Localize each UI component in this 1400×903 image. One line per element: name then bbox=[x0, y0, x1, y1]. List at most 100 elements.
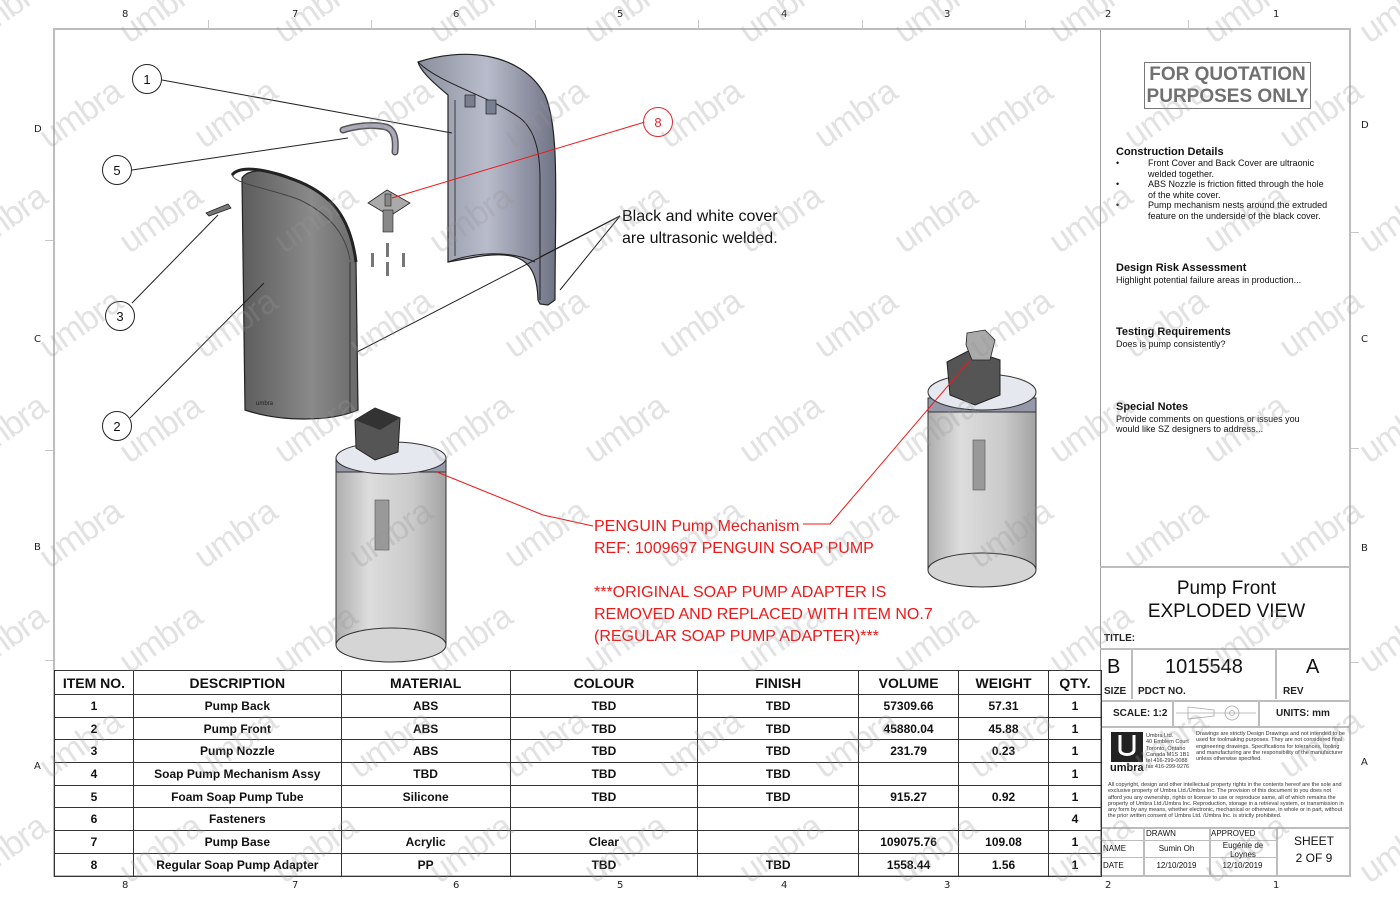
stamp-line-2: PURPOSES ONLY bbox=[1146, 86, 1309, 107]
tick bbox=[1351, 662, 1359, 663]
cell-description: Pump Base bbox=[132, 830, 342, 854]
cell-material: Acrylic bbox=[340, 830, 511, 854]
zone-label-left-d: D bbox=[34, 124, 42, 135]
tick bbox=[1188, 20, 1189, 28]
cell-description: Regular Soap Pump Adapter bbox=[132, 852, 342, 877]
cell-colour: TBD bbox=[509, 852, 699, 877]
table-header-row: ITEM NO. DESCRIPTION MATERIAL COLOUR FIN… bbox=[54, 670, 1103, 695]
cell-qty: 1 bbox=[1047, 739, 1103, 764]
address-line: fax 416-299-9276 bbox=[1146, 764, 1190, 771]
cell-qty: 1 bbox=[1047, 716, 1103, 741]
cell-item-no: 1 bbox=[54, 694, 134, 718]
zone-label-top-7: 7 bbox=[292, 9, 299, 20]
drawing-title: Pump Front EXPLODED VIEW bbox=[1102, 577, 1351, 623]
cell-material: TBD bbox=[340, 762, 511, 786]
approved-label: APPROVED bbox=[1211, 829, 1256, 838]
cell-qty: 1 bbox=[1047, 852, 1103, 877]
special-text: Provide comments on questions or issues … bbox=[1116, 414, 1300, 434]
zone-label-bottom-4: 4 bbox=[781, 880, 788, 891]
divider bbox=[1100, 566, 1351, 568]
cell-finish: TBD bbox=[697, 694, 860, 718]
cell-volume: 109075.76 bbox=[858, 830, 960, 854]
pump-note-line-2: REF: 1009697 PENGUIN SOAP PUMP bbox=[594, 540, 874, 557]
cell-finish: TBD bbox=[697, 784, 860, 809]
rev-label: REV bbox=[1283, 686, 1304, 697]
title-label: TITLE: bbox=[1104, 633, 1136, 644]
testing-heading: Testing Requirements bbox=[1116, 326, 1231, 338]
cell-item-no: 2 bbox=[54, 716, 134, 741]
approved-name: Eugénie de Loynes bbox=[1222, 841, 1264, 859]
cell-qty: 4 bbox=[1047, 807, 1103, 832]
stamp-line-1: FOR QUOTATION bbox=[1149, 64, 1306, 85]
nozzle-part bbox=[205, 203, 232, 217]
sheet-value: 2 OF 9 bbox=[1295, 851, 1333, 865]
cell-volume bbox=[858, 762, 960, 786]
zone-label-left-c: C bbox=[34, 334, 41, 345]
cell-weight: 109.08 bbox=[958, 830, 1049, 854]
table-row: 1 Pump Back ABS TBD TBD 57309.66 57.31 1 bbox=[54, 694, 1103, 718]
zone-label-top-1: 1 bbox=[1273, 9, 1280, 20]
col-header-volume: VOLUME bbox=[858, 670, 960, 695]
divider bbox=[1100, 827, 1351, 829]
tick bbox=[45, 660, 53, 661]
col-header-finish: FINISH bbox=[697, 670, 860, 695]
zone-label-bottom-7: 7 bbox=[292, 880, 299, 891]
pump-base-right bbox=[927, 329, 1037, 588]
watermark-text: umbra bbox=[1352, 807, 1400, 891]
balloon-5: 5 bbox=[102, 155, 132, 185]
weld-note-line-1: Black and white cover bbox=[622, 208, 778, 225]
cell-weight: 45.88 bbox=[958, 716, 1049, 741]
cell-description: Pump Nozzle bbox=[132, 739, 342, 764]
cell-finish bbox=[697, 830, 860, 854]
cell-qty: 1 bbox=[1047, 762, 1103, 786]
divider bbox=[1172, 700, 1174, 727]
balloon-1: 1 bbox=[132, 64, 162, 94]
pdct-label: PDCT NO. bbox=[1138, 686, 1186, 697]
zone-label-top-5: 5 bbox=[617, 9, 624, 20]
balloon-3: 3 bbox=[105, 301, 135, 331]
zone-label-bottom-6: 6 bbox=[453, 880, 460, 891]
table-row: 4 Soap Pump Mechanism Assy TBD TBD TBD 1 bbox=[54, 762, 1103, 786]
approved-date: 12/10/2019 bbox=[1222, 861, 1263, 870]
sheet-label: SHEET bbox=[1293, 834, 1334, 848]
pump-note-line-1: PENGUIN Pump Mechanism bbox=[594, 518, 800, 535]
weld-note: Black and white cover are ultrasonic wel… bbox=[622, 206, 778, 250]
divider bbox=[1100, 726, 1351, 728]
construction-heading: Construction Details bbox=[1116, 146, 1224, 158]
watermark-text: umbra bbox=[1352, 387, 1400, 471]
umbra-logo-icon bbox=[1111, 732, 1143, 762]
size-label: SIZE bbox=[1104, 686, 1127, 697]
pump-front-part: umbra bbox=[230, 167, 359, 420]
tick bbox=[45, 450, 53, 451]
divider bbox=[1100, 857, 1276, 858]
bullet-item: •ABS Nozzle is friction fitted through t… bbox=[1116, 179, 1331, 200]
cell-weight bbox=[958, 762, 1049, 786]
drawn-label: DRAWN bbox=[1146, 829, 1176, 838]
bill-of-materials-table: ITEM NO. DESCRIPTION MATERIAL COLOUR FIN… bbox=[54, 670, 1103, 877]
col-header-colour: COLOUR bbox=[509, 670, 699, 695]
divider bbox=[1131, 648, 1133, 699]
zone-label-left-a: A bbox=[34, 761, 41, 772]
watermark-text: umbra bbox=[0, 807, 54, 891]
cell-weight: 57.31 bbox=[958, 694, 1049, 718]
watermark-text: umbra bbox=[1352, 177, 1400, 261]
address-line: Umbra Ltd. bbox=[1146, 733, 1174, 739]
copyright-notice: All copyright, design and other intellec… bbox=[1108, 782, 1344, 820]
watermark-text: umbra bbox=[1352, 0, 1400, 51]
cell-weight bbox=[958, 807, 1049, 832]
bullet-item: •Front Cover and Back Cover are ultraoni… bbox=[1116, 158, 1331, 179]
tick bbox=[1025, 20, 1026, 28]
zone-label-left-b: B bbox=[34, 542, 41, 553]
drawing-frame bbox=[53, 28, 1351, 877]
scale-label: SCALE: 1:2 bbox=[1113, 708, 1168, 719]
tick bbox=[371, 20, 372, 28]
cell-finish: TBD bbox=[697, 762, 860, 786]
divider bbox=[1258, 700, 1260, 727]
weld-note-line-2: are ultrasonic welded. bbox=[622, 230, 778, 247]
cell-material: ABS bbox=[340, 716, 511, 741]
divider bbox=[1100, 648, 1351, 650]
col-header-material: MATERIAL bbox=[340, 670, 511, 695]
cell-finish bbox=[697, 807, 860, 832]
zone-label-top-3: 3 bbox=[944, 9, 951, 20]
pdct-value: 1015548 bbox=[1165, 656, 1243, 678]
